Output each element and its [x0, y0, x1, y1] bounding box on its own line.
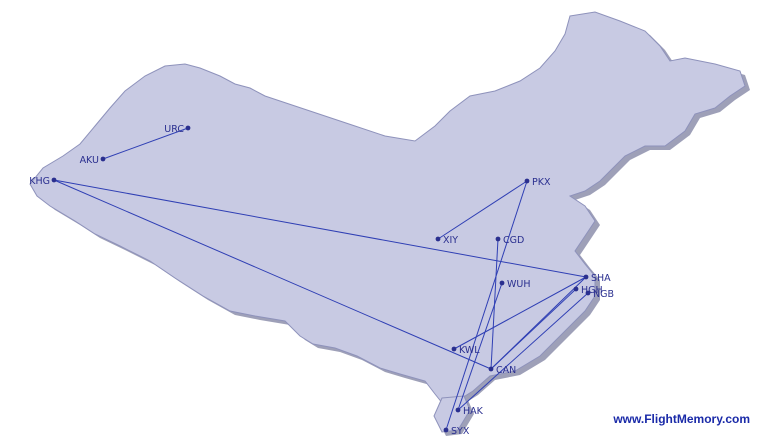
airport-dot-aku[interactable] — [100, 156, 106, 162]
airport-dot-ngb[interactable] — [585, 290, 591, 296]
airport-dot-wuh[interactable] — [499, 280, 505, 286]
route-urc-aku — [102, 127, 189, 160]
airport-dot-khg[interactable] — [51, 177, 57, 183]
airport-label-cgd: CGD — [503, 235, 524, 246]
airport-label-syx: SYX — [451, 426, 470, 437]
credit-link[interactable]: www.FlightMemory.com — [613, 412, 750, 426]
airport-dot-kwl[interactable] — [451, 346, 457, 352]
airport-label-hgh: HGH — [581, 285, 603, 296]
airport-label-kwl: KWL — [459, 345, 480, 356]
airport-dot-hgh[interactable] — [573, 286, 579, 292]
airport-label-urc: URC — [164, 124, 184, 135]
route-khg-can — [53, 179, 492, 370]
airport-label-can: CAN — [496, 365, 516, 376]
china-landmass — [29, 11, 750, 436]
route-khg-sha — [53, 179, 587, 278]
airport-label-sha: SHA — [591, 273, 611, 284]
airport-label-pkx: PKX — [532, 177, 551, 188]
airport-label-ngb: NGB — [593, 289, 614, 300]
route-pkx-syx — [445, 180, 528, 431]
route-ngb-hak — [457, 292, 589, 411]
airport-label-xiy: XIY — [443, 235, 458, 246]
airport-dot-xiy[interactable] — [435, 236, 441, 242]
routes-layer — [53, 127, 589, 431]
airport-label-wuh: WUH — [507, 279, 531, 290]
airport-label-hak: HAK — [463, 406, 484, 417]
airport-dot-hak[interactable] — [455, 407, 461, 413]
land-fill — [29, 11, 746, 405]
route-pkx-xiy — [437, 180, 528, 240]
airport-dot-sha[interactable] — [583, 274, 589, 280]
airport-dot-pkx[interactable] — [524, 178, 530, 184]
airport-dot-can[interactable] — [488, 366, 494, 372]
airport-label-khg: KHG — [29, 176, 50, 187]
route-sha-kwl — [453, 276, 587, 350]
airport-dot-syx[interactable] — [443, 427, 449, 433]
route-wuh-hak — [457, 282, 503, 411]
hainan-island — [433, 395, 471, 433]
airport-dot-cgd[interactable] — [495, 236, 501, 242]
route-hgh-can — [490, 288, 577, 370]
airport-dot-urc[interactable] — [185, 125, 191, 131]
airport-label-aku: AKU — [80, 155, 99, 166]
